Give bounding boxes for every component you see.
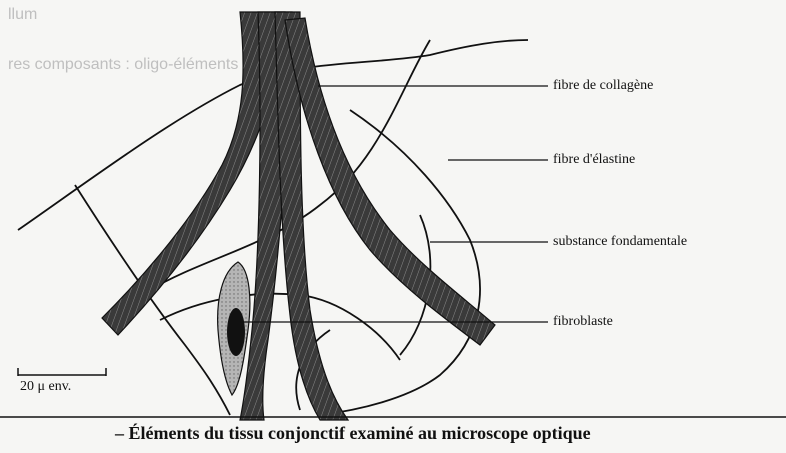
fibroblast-cell — [218, 262, 250, 395]
scale-bar — [18, 368, 106, 376]
label-elastin-fiber: fibre d'élastine — [553, 152, 635, 168]
elastin-fiber — [160, 294, 400, 360]
label-fibroblast: fibroblaste — [553, 314, 613, 330]
collagen-bundles — [102, 12, 495, 420]
label-ground-substance: substance fondamentale — [553, 234, 687, 250]
figure-caption: – Éléments du tissu conjonctif examiné a… — [115, 421, 591, 445]
fibroblast-nucleus — [227, 308, 245, 356]
label-collagen-fiber: fibre de collagène — [553, 78, 653, 94]
scale-bar-label: 20 μ env. — [20, 379, 71, 395]
